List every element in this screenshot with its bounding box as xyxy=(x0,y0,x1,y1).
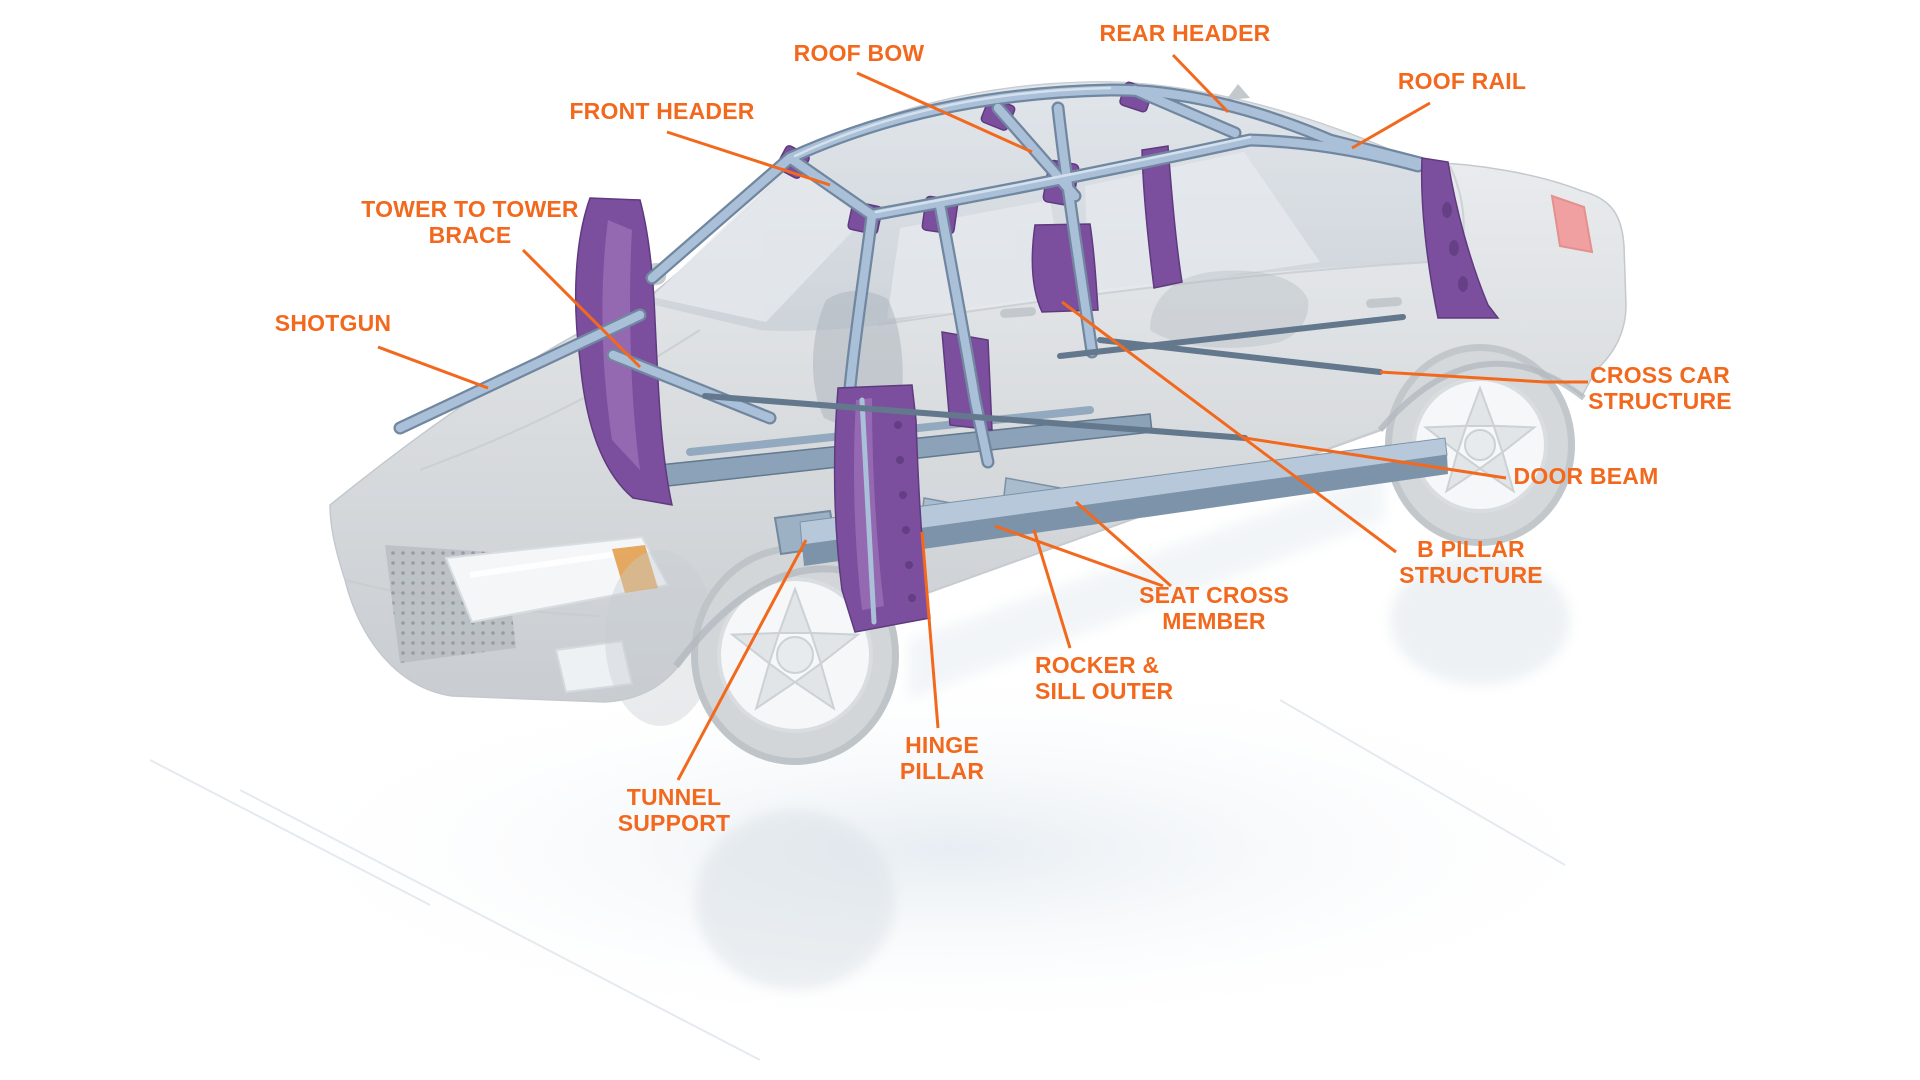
turn-signal xyxy=(612,545,658,593)
label-hinge-pillar-line-0: HINGE xyxy=(905,732,979,758)
windows xyxy=(652,152,1320,322)
label-shotgun-line-0: SHOTGUN xyxy=(274,310,392,336)
hinge-pillar-edge-tube xyxy=(859,397,877,625)
label-roof-rail: ROOF RAIL xyxy=(1398,68,1526,94)
label-roof-bow: ROOF BOW xyxy=(794,40,925,66)
label-tower-to-tower-brace-line-1: BRACE xyxy=(428,222,512,248)
label-rocker-sill-outer-line-1: SILL OUTER xyxy=(1035,678,1174,704)
label-shotgun: SHOTGUN xyxy=(275,310,391,336)
label-hinge-pillar-line-1: PILLAR xyxy=(899,758,985,784)
quarter-panel-holes xyxy=(1442,202,1468,292)
label-rocker-sill-outer-line-0: ROCKER & xyxy=(1035,652,1160,678)
label-b-pillar-structure-line-1: STRUCTURE xyxy=(1399,562,1543,588)
front-door-handle xyxy=(1000,307,1037,318)
label-tunnel-support-line-1: SUPPORT xyxy=(617,810,731,836)
front-details xyxy=(385,535,670,694)
label-door-beam: DOOR BEAM xyxy=(1514,463,1659,489)
label-roof-bow-line-0: ROOF BOW xyxy=(793,40,925,66)
hinge-pillar-holes xyxy=(894,421,916,602)
headlight-streak xyxy=(469,549,631,578)
label-tunnel-support-line-0: TUNNEL xyxy=(626,784,722,810)
c-pillar-panel xyxy=(1141,145,1183,289)
label-door-beam-line-0: DOOR BEAM xyxy=(1513,463,1659,489)
fog-light xyxy=(554,639,634,694)
label-rocker-sill-outer: ROCKER &SILL OUTER xyxy=(1035,652,1173,704)
label-tower-to-tower-brace-line-0: TOWER TO TOWER xyxy=(361,196,579,222)
quarter-panel xyxy=(1420,157,1500,319)
label-cross-car-structure-line-1: STRUCTURE xyxy=(1588,388,1732,414)
label-front-header-line-0: FRONT HEADER xyxy=(569,98,755,124)
antenna-fin xyxy=(1226,84,1250,100)
label-cross-car-structure-line-0: CROSS CAR xyxy=(1590,362,1730,388)
taillight xyxy=(1550,194,1594,254)
label-front-header: FRONT HEADER xyxy=(569,98,754,124)
label-rear-header: REAR HEADER xyxy=(1100,20,1271,46)
label-roof-rail-line-0: ROOF RAIL xyxy=(1397,68,1527,94)
floor-tile-seams xyxy=(149,699,1566,1061)
purple-brackets-near xyxy=(833,157,1500,633)
label-seat-cross-member-line-1: MEMBER xyxy=(1162,608,1266,634)
windshield xyxy=(652,163,864,322)
label-rear-header-line-0: REAR HEADER xyxy=(1099,20,1271,46)
label-seat-cross-member-line-0: SEAT CROSS xyxy=(1139,582,1289,608)
headlight xyxy=(444,535,670,624)
label-b-pillar-structure-line-0: B PILLAR xyxy=(1417,536,1525,562)
